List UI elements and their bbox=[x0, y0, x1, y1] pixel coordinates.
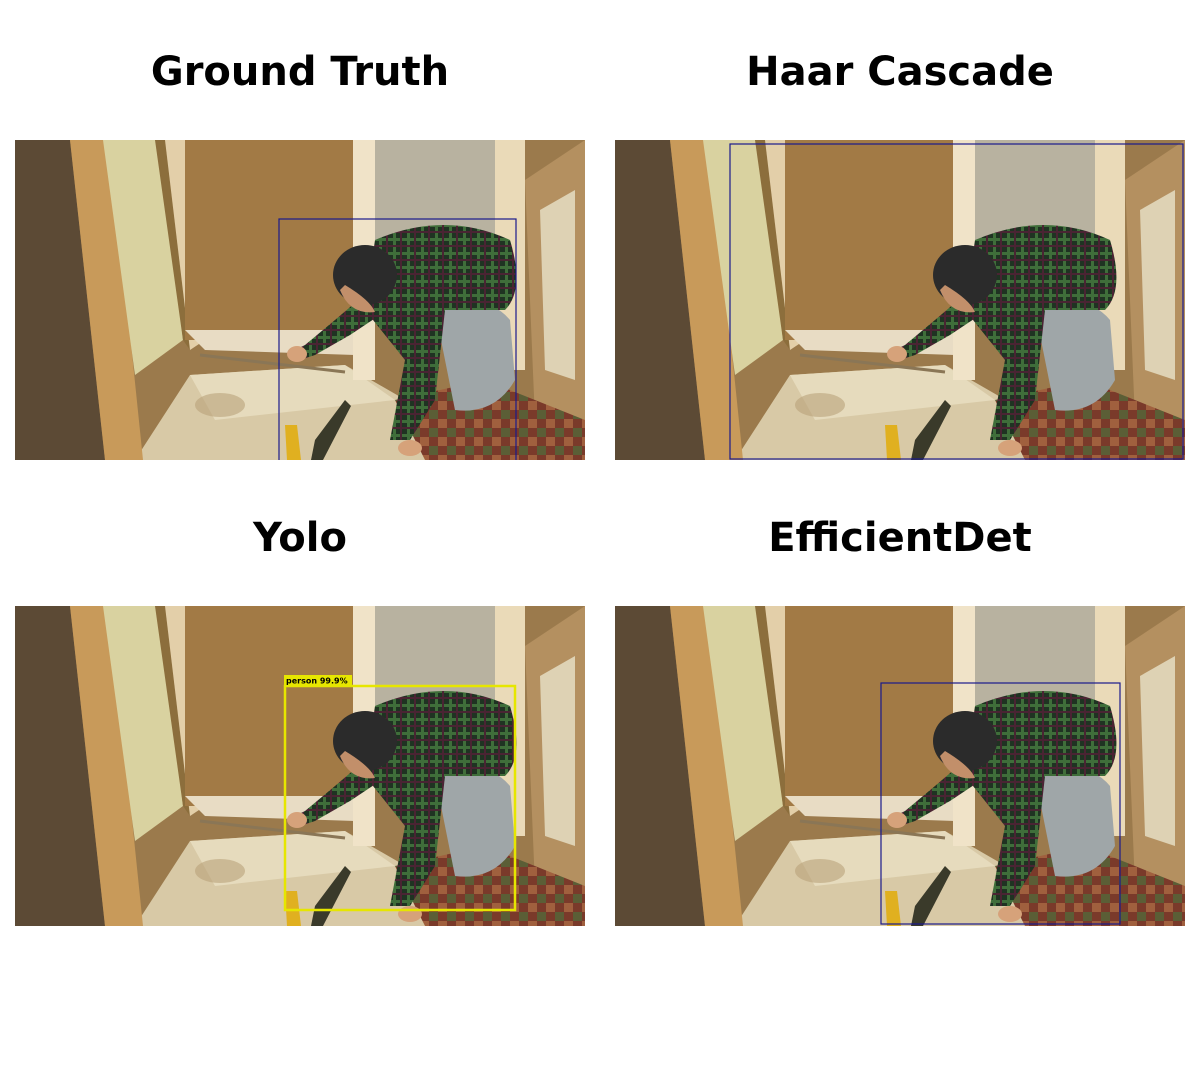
scene-image-haar-cascade bbox=[615, 140, 1185, 460]
detection-label-bg bbox=[284, 675, 352, 686]
detection-box bbox=[880, 682, 1121, 925]
detection-box bbox=[283, 684, 517, 912]
scene-backdrop bbox=[15, 606, 585, 926]
panel-title-yolo: Yolo bbox=[253, 515, 347, 561]
scene-svg bbox=[15, 140, 585, 460]
scene-image-ground-truth bbox=[15, 140, 585, 460]
person-figure bbox=[287, 691, 517, 922]
person-figure bbox=[287, 225, 517, 456]
person-figure bbox=[887, 225, 1117, 456]
scene-svg bbox=[615, 140, 1185, 460]
scene-backdrop bbox=[15, 140, 585, 460]
panel-title-ground-truth: Ground Truth bbox=[150, 49, 450, 95]
detection-box bbox=[278, 218, 517, 460]
scene-image-yolo: person 99.9% bbox=[15, 606, 585, 926]
panel-title-haar-cascade: Haar Cascade bbox=[746, 49, 1054, 95]
panel-title-efficientdet: EfficientDet bbox=[768, 515, 1032, 561]
detection-label: person 99.9% bbox=[286, 677, 348, 686]
scene-backdrop bbox=[615, 606, 1185, 926]
scene-svg: person 99.9% bbox=[15, 606, 585, 926]
scene-svg bbox=[615, 606, 1185, 926]
detection-box bbox=[729, 143, 1184, 460]
scene-image-efficientdet bbox=[615, 606, 1185, 926]
person-figure bbox=[887, 691, 1117, 922]
